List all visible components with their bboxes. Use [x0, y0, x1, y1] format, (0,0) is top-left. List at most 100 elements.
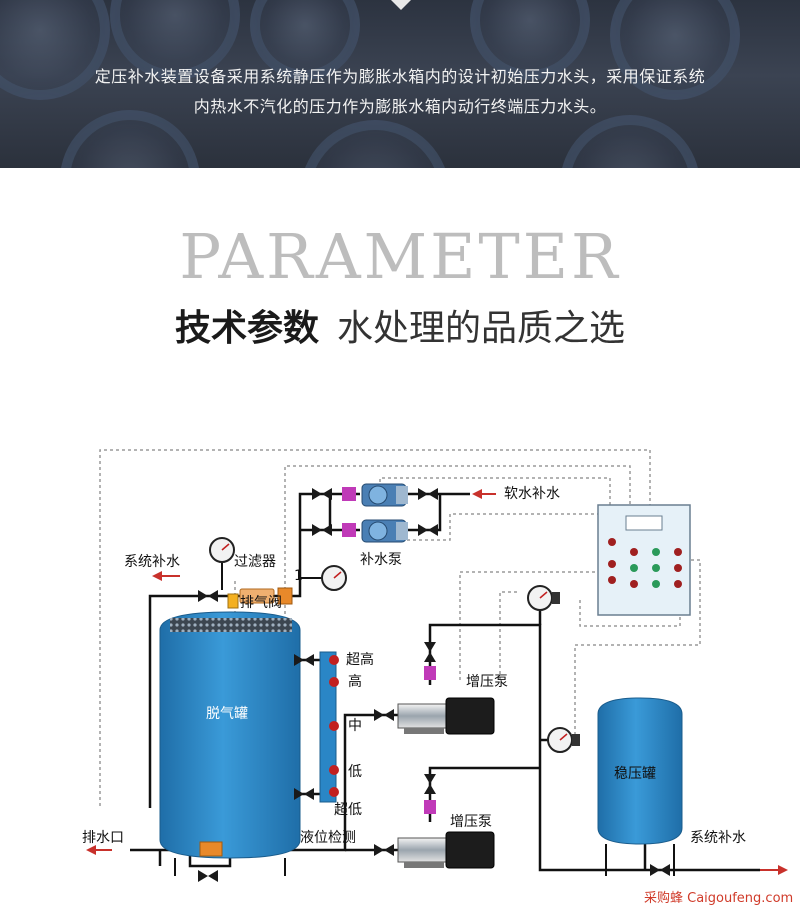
- panel-indicator: [674, 548, 682, 556]
- valve-icon: [294, 654, 314, 666]
- pressure-gauge-icon: [547, 727, 580, 753]
- heading-chinese-light: 水处理的品质之选: [337, 308, 626, 349]
- filter-assembly: [199, 587, 293, 857]
- valve-icon: [418, 488, 438, 500]
- control-wire: [459, 571, 598, 680]
- valve-icon: [312, 524, 332, 536]
- banner-flange-decoration: [560, 115, 700, 168]
- banner-flange-decoration: [250, 0, 360, 80]
- flexible-joint-icon: [342, 523, 356, 537]
- filter-valve-icon: [277, 587, 293, 605]
- label-booster-pump-2: 增压泵: [450, 814, 492, 830]
- level-dot-super-low: [329, 787, 339, 797]
- label-high: 高: [348, 673, 362, 690]
- valve-icon: [424, 774, 436, 794]
- flexible-joint-icon: [342, 487, 356, 501]
- valves: [198, 488, 670, 882]
- valve-icon: [294, 788, 314, 800]
- label-booster-pump-1: 增压泵: [466, 674, 508, 690]
- control-wire: [499, 591, 520, 680]
- control-wire: [379, 477, 611, 505]
- pipe: [405, 494, 442, 532]
- makeup-pump-icon: [361, 519, 408, 543]
- level-dot-super-high: [329, 655, 339, 665]
- panel-indicator: [652, 564, 660, 572]
- control-wire: [99, 449, 651, 806]
- label-system-makeup-bottom: 系统补水: [690, 830, 746, 846]
- level-dot-high: [329, 677, 339, 687]
- label-middle: 中: [348, 718, 362, 734]
- makeup-pumps: [361, 483, 408, 543]
- banner-flange-decoration: [0, 0, 110, 100]
- valve-icon: [198, 590, 218, 602]
- panel-indicator: [630, 580, 638, 588]
- label-drain: 排水口: [82, 830, 124, 846]
- level-dot-middle: [329, 721, 339, 731]
- arrow-left-icon: [86, 845, 112, 855]
- label-low: 低: [348, 764, 362, 780]
- label-filter: 过滤器: [234, 554, 276, 570]
- panel-indicator: [674, 564, 682, 572]
- control-wires: [99, 449, 701, 806]
- panel-indicator: [608, 560, 616, 568]
- label-super-low: 超低: [334, 802, 362, 818]
- panel-indicator: [630, 564, 638, 572]
- drain-valve-icon: [199, 841, 223, 857]
- panel-display: [625, 515, 663, 531]
- banner-text: 定压补水装置设备采用系统静压作为膨胀水箱内的设计初始压力水头，采用保证系统 内热…: [0, 62, 800, 122]
- booster-pump-2: [397, 831, 495, 869]
- label-system-makeup-top: 系统补水: [124, 554, 180, 570]
- level-dot-low: [329, 765, 339, 775]
- pressure-gauge-icon: [300, 565, 347, 591]
- banner-text-line-1: 定压补水装置设备采用系统静压作为膨胀水箱内的设计初始压力水头，采用保证系统: [94, 67, 706, 86]
- deaerator-tank: 脱气罐: [159, 611, 301, 876]
- panel-indicator: [652, 548, 660, 556]
- valve-icon: [418, 524, 438, 536]
- stabilizer-tank: 稳压罐: [597, 697, 683, 876]
- label-exhaust-valve: 排气阀: [240, 595, 282, 611]
- intro-banner: 定压补水装置设备采用系统静压作为膨胀水箱内的设计初始压力水头，采用保证系统 内热…: [0, 0, 800, 168]
- booster-pump-icon: [397, 837, 449, 863]
- panel-indicator: [608, 538, 616, 546]
- label-deaerator: 脱气罐: [206, 706, 248, 722]
- heading-english: PARAMETER: [179, 220, 621, 293]
- banner-text-line-2: 内热水不汽化的压力作为膨胀水箱内动行终端压力水头。: [193, 97, 607, 116]
- pressure-gauge-icon: [527, 585, 560, 612]
- valve-icon: [198, 870, 218, 882]
- system-diagram: 脱气罐 超高 高 中 低 超低 液位检测: [82, 449, 788, 882]
- panel-indicator: [630, 548, 638, 556]
- pressure-gauge-icon: [209, 537, 235, 590]
- makeup-pump-icon: [361, 483, 408, 507]
- watermark: 采购蜂 Caigoufeng.com: [644, 891, 794, 906]
- mesh-strainer: [170, 618, 292, 632]
- label-node-1: 1: [294, 568, 303, 584]
- flexible-joints: [342, 487, 436, 814]
- label-soft-water: 软水补水: [504, 486, 560, 502]
- level-gauge: 超高 高 中 低 超低 液位检测: [300, 651, 374, 846]
- heading-chinese: 技术参数水处理的品质之选: [0, 304, 800, 354]
- label-stabilizer-tank: 稳压罐: [614, 766, 656, 782]
- banner-notch: [389, 0, 413, 10]
- booster-pump-icon: [397, 703, 449, 729]
- control-panel: [597, 504, 691, 616]
- pipe: [300, 713, 400, 852]
- banner-flange-decoration: [610, 0, 740, 100]
- filter-icon: [239, 588, 275, 604]
- valve-icon: [650, 864, 670, 876]
- banner-flange-decoration: [300, 120, 450, 168]
- valve-icon: [374, 844, 394, 856]
- flow-arrows: [86, 489, 788, 875]
- flexible-joint-icon: [424, 666, 436, 680]
- arrow-left-icon: [472, 489, 496, 499]
- panel-indicator: [608, 576, 616, 584]
- arrow-left-icon: [152, 571, 180, 581]
- label-level-detect: 液位检测: [300, 830, 356, 846]
- control-wire: [284, 465, 631, 626]
- control-wire: [574, 559, 701, 735]
- panel-indicator: [674, 580, 682, 588]
- valve-icon: [312, 488, 332, 500]
- valve-icon: [374, 709, 394, 721]
- booster-pump-1: [397, 697, 495, 735]
- control-wire: [395, 513, 598, 541]
